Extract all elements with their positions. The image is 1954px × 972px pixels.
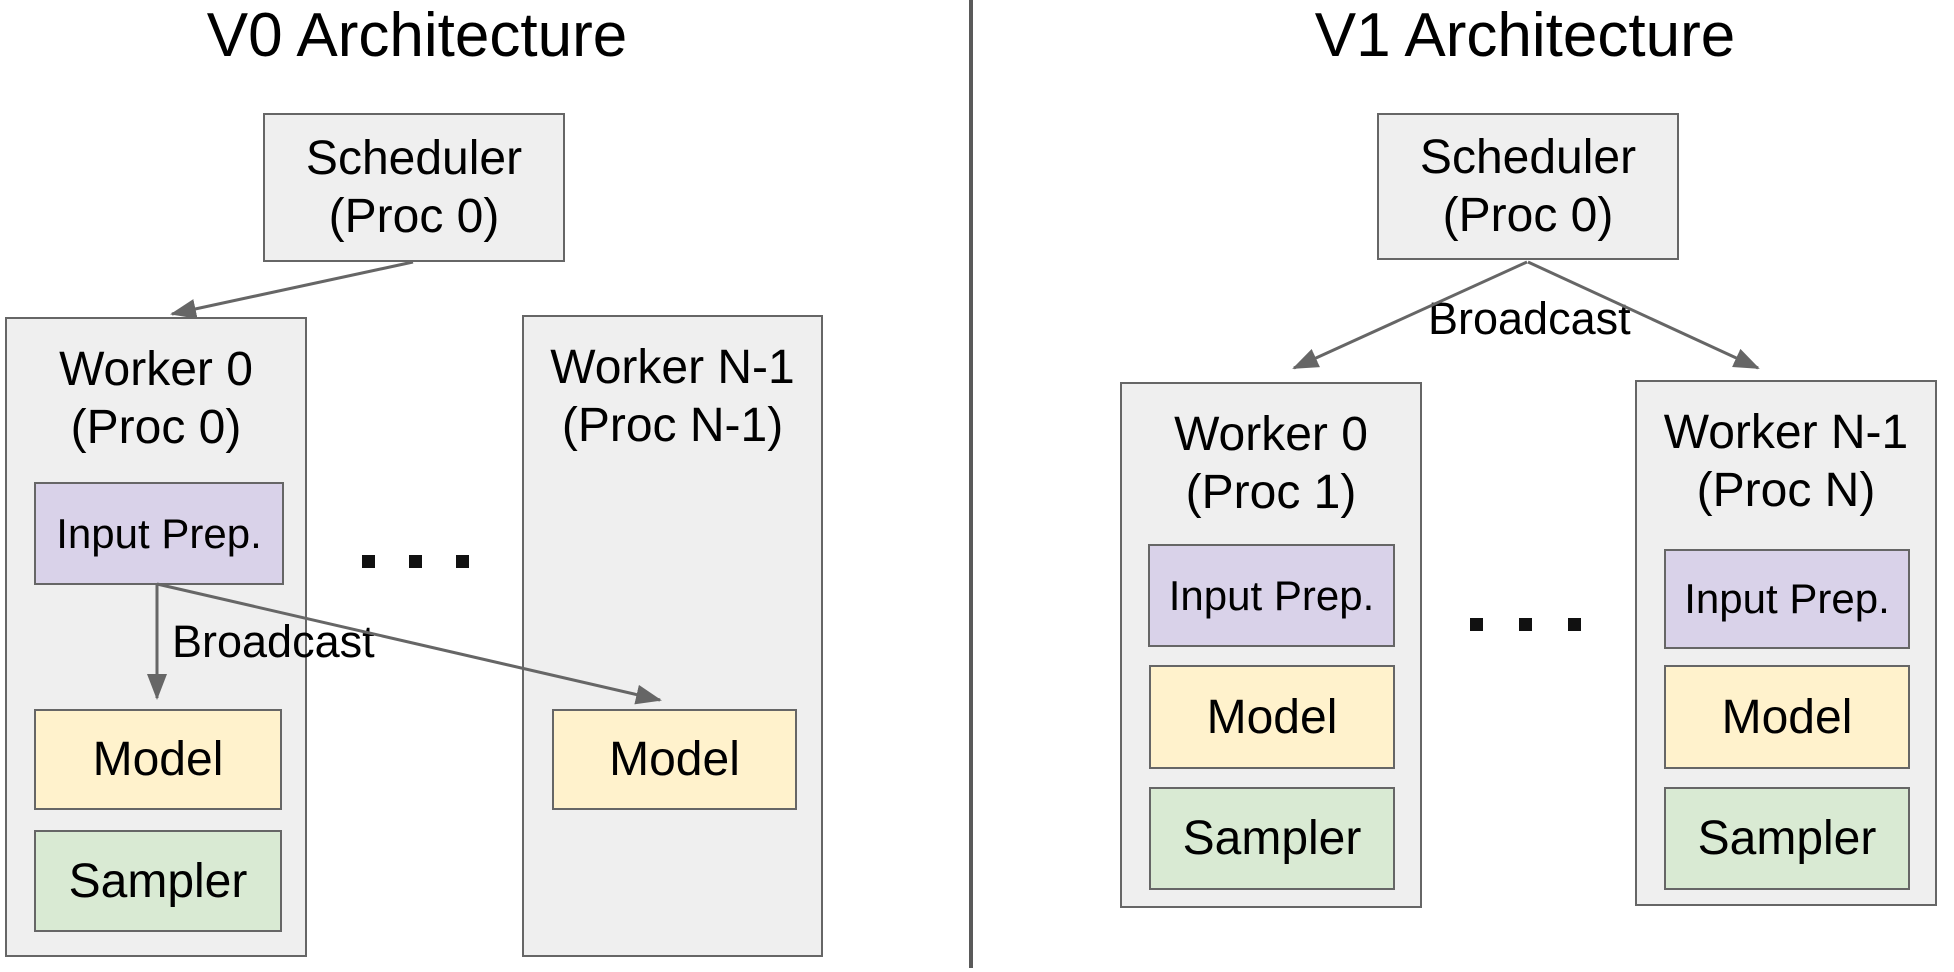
v1-broadcast-label: Broadcast (1428, 293, 1631, 344)
v1-title: V1 Architecture (1314, 1, 1736, 70)
v1-workerN-input-prep-box: Input Prep. (1664, 549, 1910, 649)
v0-scheduler-label: Scheduler (Proc 0) (305, 131, 523, 243)
v1-worker0-label: Worker 0 (Proc 1) (1174, 408, 1368, 519)
v0-worker0-label: Worker 0 (Proc 0) (59, 343, 253, 454)
v1-worker0-sampler-box: Sampler (1149, 787, 1395, 890)
v1-ellipsis-dots-icon: . . . (1470, 618, 1581, 631)
v0-workerN-box: Worker N-1 (Proc N-1) Model (522, 315, 823, 957)
v0-scheduler-to-worker0-arrow (170, 260, 414, 319)
v1-workerN-box: Worker N-1 (Proc N) Input Prep. Model Sa… (1635, 380, 1937, 906)
v1-workerN-model-box: Model (1664, 665, 1910, 769)
v0-workerN-label: Worker N-1 (Proc N-1) (550, 341, 795, 452)
v0-worker0-input-prep-box: Input Prep. (34, 482, 284, 585)
v1-worker0-input-prep-box: Input Prep. (1148, 544, 1395, 647)
v0-broadcast-label: Broadcast (172, 616, 375, 667)
v1-worker0-box: Worker 0 (Proc 1) Input Prep. Model Samp… (1120, 382, 1422, 908)
v1-scheduler-label: Scheduler (Proc 0) (1419, 130, 1637, 242)
v1-workerN-label: Worker N-1 (Proc N) (1663, 406, 1909, 517)
v1-worker0-model-box: Model (1149, 665, 1395, 769)
v1-scheduler-box: Scheduler (Proc 0) (1377, 113, 1679, 260)
v0-scheduler-box: Scheduler (Proc 0) (263, 113, 565, 262)
v0-workerN-model-box: Model (552, 709, 797, 810)
v0-ellipsis-dots-icon: . . . (362, 555, 469, 568)
v1-workerN-sampler-box: Sampler (1664, 787, 1910, 890)
panel-divider-line (969, 0, 973, 968)
v0-worker0-model-box: Model (34, 709, 282, 810)
v0-worker0-sampler-box: Sampler (34, 830, 282, 932)
v0-title: V0 Architecture (206, 1, 628, 70)
